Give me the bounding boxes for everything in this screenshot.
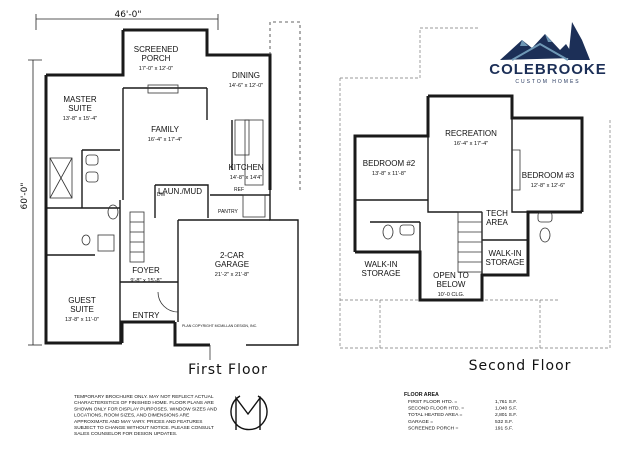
disclaimer-line: SUBJECT TO CHANGE WITHOUT NOTICE. PLEASE… [74,425,214,431]
room-size-first-floor: 14'-6" x 12'-0" [229,83,263,89]
first-floor-exterior-walls [44,28,272,347]
pantry-label: PANTRY [218,209,238,215]
room-name-first-floor: MASTER [63,95,97,104]
room-name-second-floor: STORAGE [486,258,525,267]
room-name-second-floor: OPEN TO [433,271,469,280]
room-name-first-floor: GUEST [68,296,96,305]
room-size-second-floor: 12'-8" x 12'-6" [531,183,565,189]
second-floor-fixtures [382,149,553,273]
room-size-second-floor: 10'-0 CLG. [438,292,465,298]
room-name-second-floor: BEDROOM #3 [522,171,575,180]
second-floor-room-labels: RECREATION 16'-4" x 17'-4" BEDROOM #2 13'-8… [362,129,575,298]
room-name-second-floor: AREA [486,218,508,227]
room-name-second-floor: RECREATION [445,129,497,138]
depth-dimension-label: 60'-0" [20,182,30,209]
floor-area-label: GARAGE = [408,419,433,425]
floor-area-value: 532 S.F. [495,419,513,425]
room-name-second-floor: TECH [486,209,508,218]
floor-area-label: SECOND FLOOR HTD. = [408,406,464,412]
first-floor-plan: 46'-0" 60'-0" [20,10,301,378]
room-name-first-floor: LAUN./MUD [158,187,202,196]
floor-area-value: 1,761 S.F. [495,399,517,405]
first-floor-title: First Floor [188,362,268,378]
room-name-first-floor: DINING [232,71,260,80]
room-name-first-floor: SUITE [70,305,94,314]
room-name-first-floor: FAMILY [151,125,180,134]
disclaimer-line: SALES COUNSELOR FOR DESIGN UPDATES. [74,431,177,437]
width-dimension-label: 46'-0" [114,10,141,20]
room-name-second-floor: WALK-IN [364,260,397,269]
brand-tagline: CUSTOM HOMES [515,79,580,85]
room-name-first-floor: ENTRY [133,311,161,320]
room-size-first-floor: 13'-8" x 15'-4" [63,116,97,122]
floor-area-table: FLOOR AREA FIRST FLOOR HTD. = 1,761 S.F. S… [404,392,517,431]
room-name-first-floor: SCREENED [134,45,179,54]
room-size-first-floor: 9'-8" x 15'-8" [130,278,161,284]
disclaimer-text: TEMPORARY BROCHURE ONLY. MAY NOT REFLECT… [74,394,218,437]
room-size-first-floor: 21'-2" x 21'-8" [215,272,249,278]
disclaimer-line: LOCATIONS, ROOM SIZES, AND DIMENSIONS AR… [74,413,189,419]
footer-monogram [230,395,268,431]
ref-label: REF [234,187,244,193]
disclaimer-line: TEMPORARY BROCHURE ONLY. MAY NOT REFLECT… [74,394,214,400]
room-size-first-floor: 17'-0" x 12'-0" [139,66,173,72]
second-floor-title: Second Floor [469,358,572,374]
copyright-label: PLAN COPYRIGHT MCMILLAN DESIGN, INC. [182,324,257,328]
room-size-second-floor: 16'-4" x 17'-4" [454,141,488,147]
room-name-first-floor: PORCH [142,54,171,63]
second-floor-plan: RECREATION 16'-4" x 17'-4" BEDROOM #2 13'-8… [339,27,611,374]
room-name-second-floor: BELOW [437,280,466,289]
colebrooke-logo: COLEBROOKE CUSTOM HOMES [489,22,607,85]
room-name-second-floor: STORAGE [362,269,401,278]
floor-area-title: FLOOR AREA [404,392,439,398]
dw-label: DW [157,192,166,198]
room-name-first-floor: 2-CAR [220,251,244,260]
room-name-second-floor: WALK-IN [488,249,521,258]
first-floor-interior-walls [46,87,299,346]
room-name-first-floor: SUITE [68,104,92,113]
floor-area-label: FIRST FLOOR HTD. = [408,399,457,405]
room-name-first-floor: KITCHEN [228,163,263,172]
floor-area-label: SCREENED PORCH = [408,425,459,431]
room-name-first-floor: FOYER [132,266,160,275]
brand-name: COLEBROOKE [489,61,607,78]
width-dimension [35,14,219,30]
room-size-first-floor: 16'-4" x 17'-4" [148,137,182,143]
room-size-first-floor: 14'-8" x 14'4" [230,175,263,181]
floor-area-value: 2,801 S.F. [495,412,517,418]
disclaimer-line: APPROXIMATE AND MAY VARY. PRICES AND FEA… [74,419,202,425]
room-size-first-floor: 13'-8" x 11'-0" [65,317,99,323]
disclaimer-line: CHARACTERISTICS OF FINISHED HOME. FLOOR … [74,400,214,406]
floor-area-value: 1,040 S.F. [495,406,517,412]
room-name-first-floor: GARAGE [215,260,249,269]
room-name-second-floor: BEDROOM #2 [363,159,416,168]
depth-dimension [28,59,42,346]
floor-area-label: TOTAL HEATED AREA = [408,412,462,418]
mountain-house-icon [500,22,590,61]
room-size-second-floor: 13'-8" x 11'-8" [372,171,406,177]
first-floor-fixtures [49,21,301,360]
disclaimer-line: SHOWN ONLY FOR DISPLAY PURPOSES. WINDOW … [74,406,218,412]
floor-area-value: 191 S.F. [495,425,513,431]
